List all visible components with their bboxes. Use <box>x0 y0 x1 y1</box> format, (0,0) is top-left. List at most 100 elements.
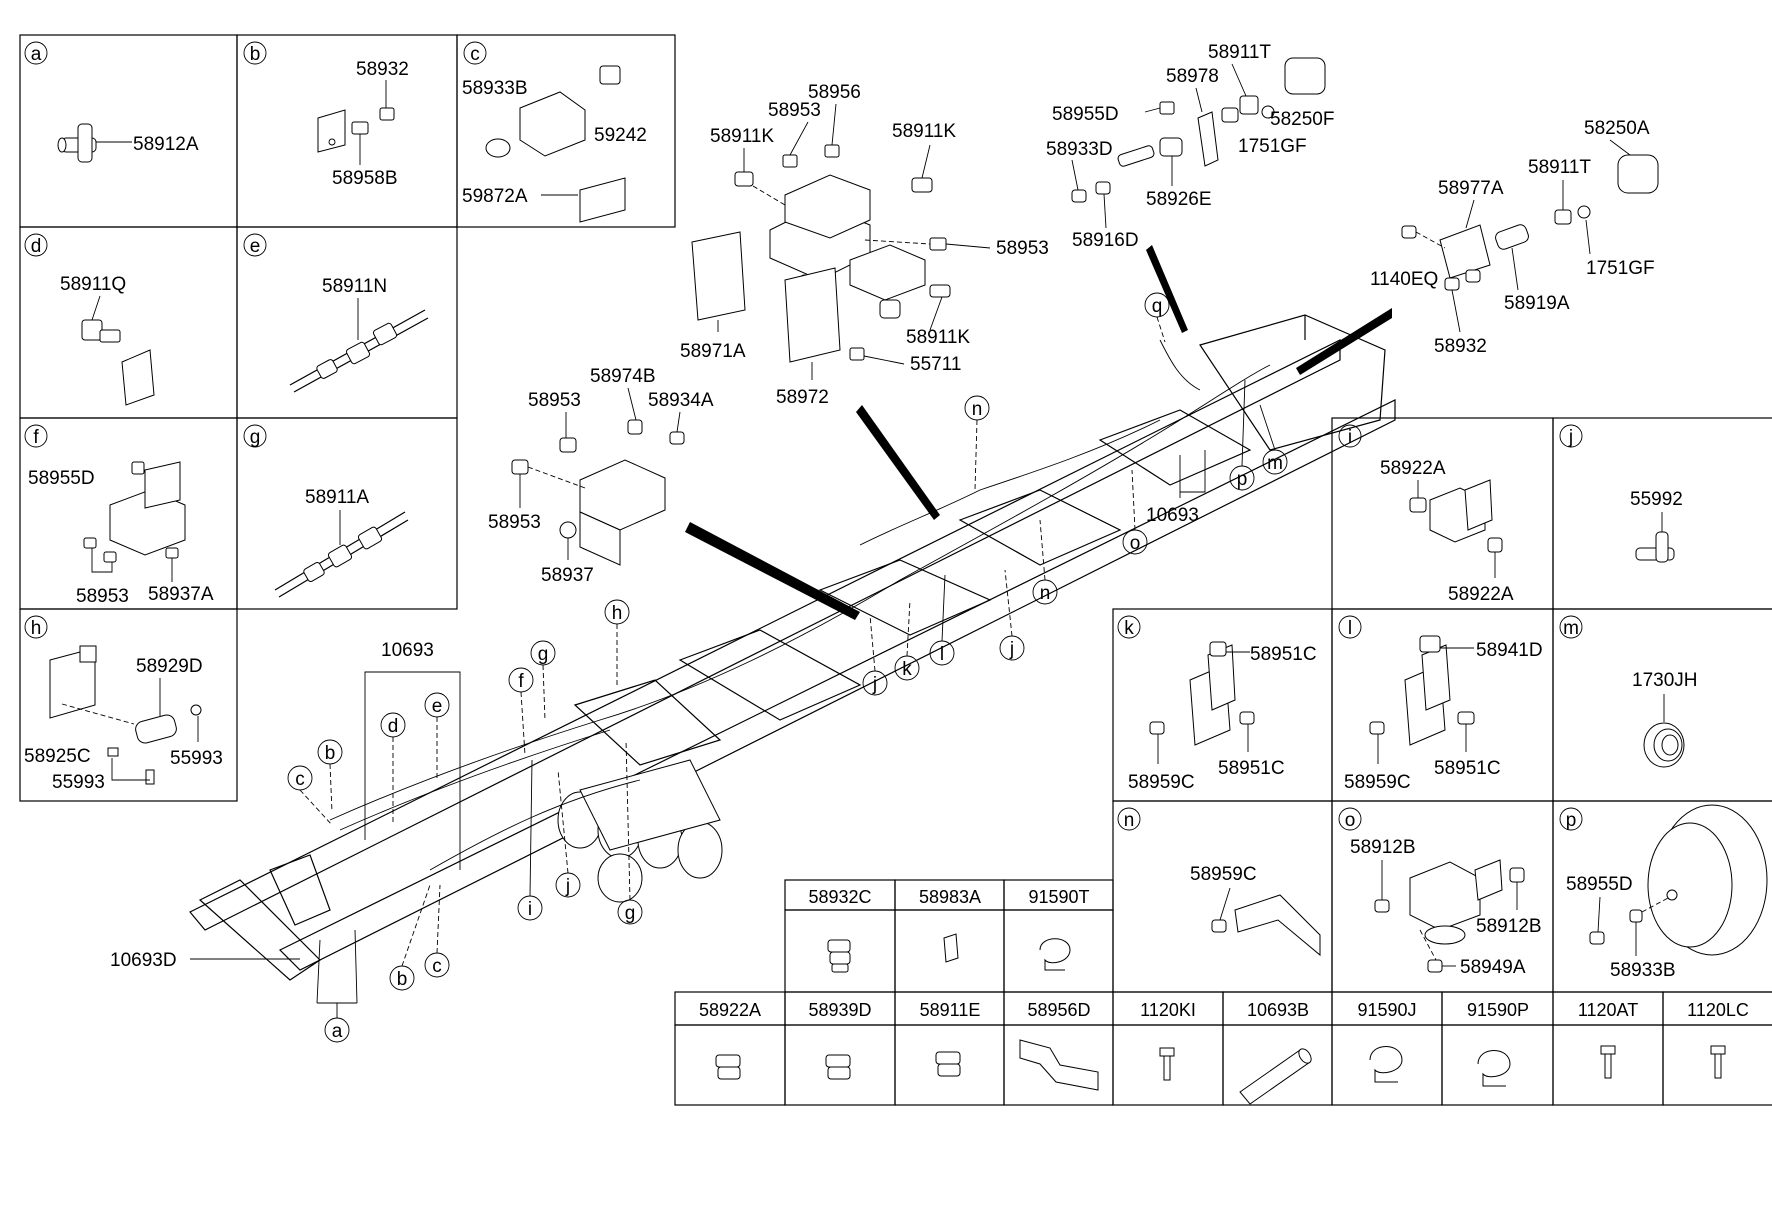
clamp-icon <box>1477 1050 1511 1087</box>
part-label: 58929D <box>136 656 203 677</box>
left-panel-grid <box>19 34 676 802</box>
part-label: 1751GF <box>1586 258 1655 279</box>
control-valve-icon <box>511 419 685 566</box>
rear-top-group: 58911T 58978 58955D 58933D 58250F 1751GF… <box>1046 42 1334 251</box>
panel-letter: c <box>470 44 480 65</box>
part-label: 55992 <box>1630 489 1683 510</box>
table-header: 1120LC <box>1687 1000 1749 1020</box>
panel-m: m 1730JH <box>1559 615 1698 768</box>
frame-callout: m <box>1267 453 1283 474</box>
part-label: 58955D <box>28 468 95 489</box>
panel-letter: e <box>250 236 261 257</box>
table-header: 91590P <box>1467 1000 1529 1020</box>
part-label: 58971A <box>680 341 746 362</box>
parts-table <box>674 879 1772 1106</box>
panel-letter: g <box>250 427 261 448</box>
bolt-icon <box>1710 1045 1726 1079</box>
part-label: 58911K <box>710 126 774 147</box>
bracket-fitting-icon <box>1149 641 1255 746</box>
frame-callout: c <box>295 769 305 790</box>
table-header: 58911E <box>920 1000 981 1020</box>
frame-callout: q <box>1152 296 1163 317</box>
part-label: 58953 <box>996 238 1049 259</box>
valve-assembly-icon <box>485 65 626 223</box>
part-label: 58922A <box>1448 584 1514 605</box>
frame-callout: j <box>1009 639 1014 660</box>
clip-icon <box>943 933 959 963</box>
panel-f: f 58955D 58953 58937A <box>24 424 214 607</box>
panel-i: i 58922A 58922A <box>1338 424 1514 605</box>
part-label: 58933B <box>1610 960 1676 981</box>
part-label: 58978 <box>1166 66 1219 87</box>
part-label: 58250F <box>1270 109 1334 130</box>
grommet-icon <box>1643 722 1685 768</box>
part-label: 58919A <box>1504 293 1570 314</box>
part-label: 58955D <box>1566 874 1633 895</box>
part-label: 58941D <box>1476 640 1543 661</box>
center-valve-mid-group: 58974B 58953 58934A 58953 58937 <box>488 366 714 586</box>
panel-j: j 55992 <box>1559 424 1683 563</box>
part-label: 58937A <box>148 584 214 605</box>
pipe-routing <box>329 339 1271 871</box>
part-label: 58922A <box>1380 458 1446 479</box>
frame-callout: b <box>325 743 336 764</box>
table-header: 58922A <box>699 1000 761 1020</box>
part-label: 55993 <box>52 772 105 793</box>
part-label: 58911T <box>1528 157 1591 178</box>
rear-fittings-icon <box>1071 57 1326 203</box>
table-header: 58983A <box>919 887 981 907</box>
part-label: 58959C <box>1344 772 1411 793</box>
part-label: 58951C <box>1434 758 1501 779</box>
frame-callout: b <box>397 969 408 990</box>
part-label: 58953 <box>528 390 581 411</box>
part-label: 58958B <box>332 168 398 189</box>
part-label: 58911A <box>305 487 369 508</box>
fitting-icon <box>827 939 851 973</box>
table-header: 91590T <box>1028 887 1089 907</box>
tube-union-icon <box>289 309 429 393</box>
panel-letter: i <box>1348 427 1352 448</box>
table-header: 58956D <box>1027 1000 1090 1020</box>
frame-callout: j <box>872 674 877 695</box>
part-label: 55993 <box>170 748 223 769</box>
bracket-icon <box>1019 1039 1099 1091</box>
panel-o: o 58912B 58912B 58949A <box>1338 807 1542 978</box>
panel-e: e 58911N <box>243 233 429 393</box>
panel-c: c 58933B 59242 59872A <box>462 41 647 223</box>
panel-l: l 58941D 58959C 58951C <box>1338 615 1543 793</box>
air-tank-icon <box>557 759 723 903</box>
frame-callouts: a b c b c d e f g g <box>287 292 1288 1043</box>
part-label: 58959C <box>1128 772 1195 793</box>
table-header: 1120AT <box>1578 1000 1638 1020</box>
part-label: 58911Q <box>60 274 126 295</box>
part-label: 58953 <box>76 586 129 607</box>
tee-fitting-icon <box>57 123 97 163</box>
panel-k: k 58951C 58959C 58951C <box>1117 615 1317 793</box>
panel-h: h 58929D 58925C 55993 55993 <box>24 615 223 793</box>
frame-callout: i <box>528 899 532 920</box>
panel-letter: k <box>1124 618 1134 639</box>
part-label: 58959C <box>1190 864 1257 885</box>
panel-g: g 58911A <box>243 424 409 598</box>
part-label: 10693D <box>110 950 177 971</box>
part-label: 58937 <box>541 565 594 586</box>
chassis-frame <box>189 314 1396 981</box>
tee-fitting-icon <box>1635 531 1675 563</box>
elbow-bracket-icon <box>81 319 155 406</box>
part-label: 58911K <box>906 327 970 348</box>
panel-letter: a <box>31 44 42 65</box>
part-label: 58956 <box>808 82 861 103</box>
part-label: 1140EQ <box>1370 269 1438 290</box>
manifold-block-icon <box>83 461 186 563</box>
part-label: 58974B <box>590 366 656 387</box>
part-label: 58925C <box>24 746 91 767</box>
frame-labels: 10693 10693 10693D <box>110 450 1206 971</box>
frame-callout: g <box>625 903 636 924</box>
panel-letter: o <box>1345 810 1356 831</box>
part-label: 58977A <box>1438 178 1504 199</box>
frame-callout: a <box>332 1021 343 1042</box>
brake-chamber-icon <box>1589 804 1768 956</box>
part-label: 58911N <box>322 276 387 297</box>
frame-callout: k <box>902 659 912 680</box>
part-label: 10693 <box>1146 505 1199 526</box>
